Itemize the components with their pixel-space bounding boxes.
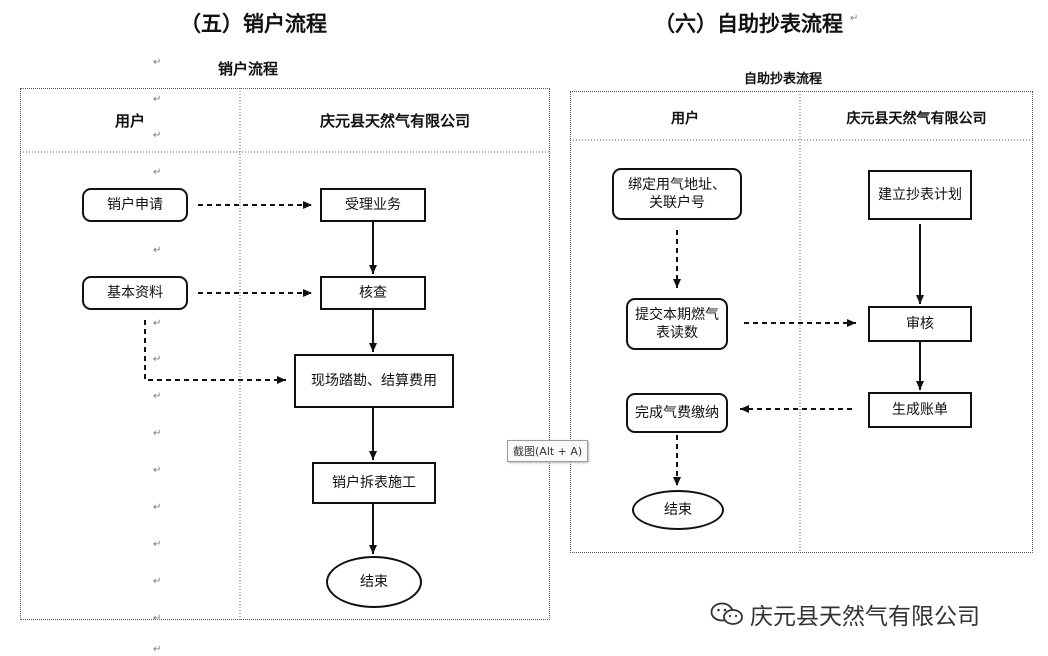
paragraph-mark-icon: ↵: [153, 613, 162, 624]
node-dismantle-meter: 销户拆表施工: [312, 462, 436, 504]
node-accept-business: 受理业务: [320, 188, 426, 222]
screenshot-tooltip: 截图(Alt + A): [507, 440, 589, 462]
section5-lane-user: 用户: [114, 112, 145, 130]
node-create-plan: 建立抄表计划: [868, 170, 972, 220]
node-end: 结束: [632, 490, 724, 530]
node-submit-reading: 提交本期燃气 表读数: [626, 298, 728, 350]
paragraph-mark-icon: ↵: [153, 391, 162, 402]
paragraph-mark-icon: ↵: [153, 502, 162, 513]
node-end: 结束: [326, 556, 422, 608]
paragraph-mark-icon: ↵: [153, 428, 162, 439]
node-generate-bill: 生成账单: [868, 392, 972, 428]
section5-heading: （五）销户流程: [180, 11, 327, 36]
paragraph-mark-icon: ↵: [850, 13, 859, 24]
section6-lane-company: 庆元县天然气有限公司: [846, 111, 987, 127]
watermark-text: 庆元县天然气有限公司: [750, 604, 980, 630]
section5-lane-company: 庆元县天然气有限公司: [319, 112, 470, 130]
paragraph-mark-icon: ↵: [153, 167, 162, 178]
section5-title: 销户流程: [218, 60, 279, 78]
node-survey-settlement: 现场踏勘、结算费用: [294, 354, 454, 408]
paragraph-mark-icon: ↵: [153, 576, 162, 587]
paragraph-mark-icon: ↵: [153, 644, 162, 655]
paragraph-mark-icon: ↵: [153, 465, 162, 476]
node-review: 审核: [868, 306, 972, 342]
node-pay-fee: 完成气费缴纳: [626, 393, 728, 433]
paragraph-mark-icon: ↵: [153, 354, 162, 365]
paragraph-mark-icon: ↵: [153, 130, 162, 141]
paragraph-mark-icon: ↵: [153, 318, 162, 329]
paragraph-mark-icon: ↵: [153, 245, 162, 256]
section6-title: 自助抄表流程: [744, 72, 823, 87]
section5-swimlane: [20, 88, 550, 620]
paragraph-mark-icon: ↵: [153, 57, 162, 68]
arrow-info-to-survey: [144, 320, 286, 384]
section6-lane-user: 用户: [671, 111, 699, 127]
section6-heading: （六）自助抄表流程: [654, 11, 843, 36]
paragraph-mark-icon: ↵: [153, 539, 162, 550]
node-verify: 核查: [320, 276, 426, 310]
paragraph-mark-icon: ↵: [153, 94, 162, 105]
node-cancel-application: 销户申请: [82, 188, 188, 222]
watermark: 庆元县天然气有限公司: [710, 597, 980, 631]
section6-swimlane: [570, 91, 1033, 553]
node-basic-info: 基本资料: [82, 276, 188, 310]
wechat-icon: [710, 602, 743, 625]
node-bind-address: 绑定用气地址、 关联户号: [612, 168, 742, 220]
